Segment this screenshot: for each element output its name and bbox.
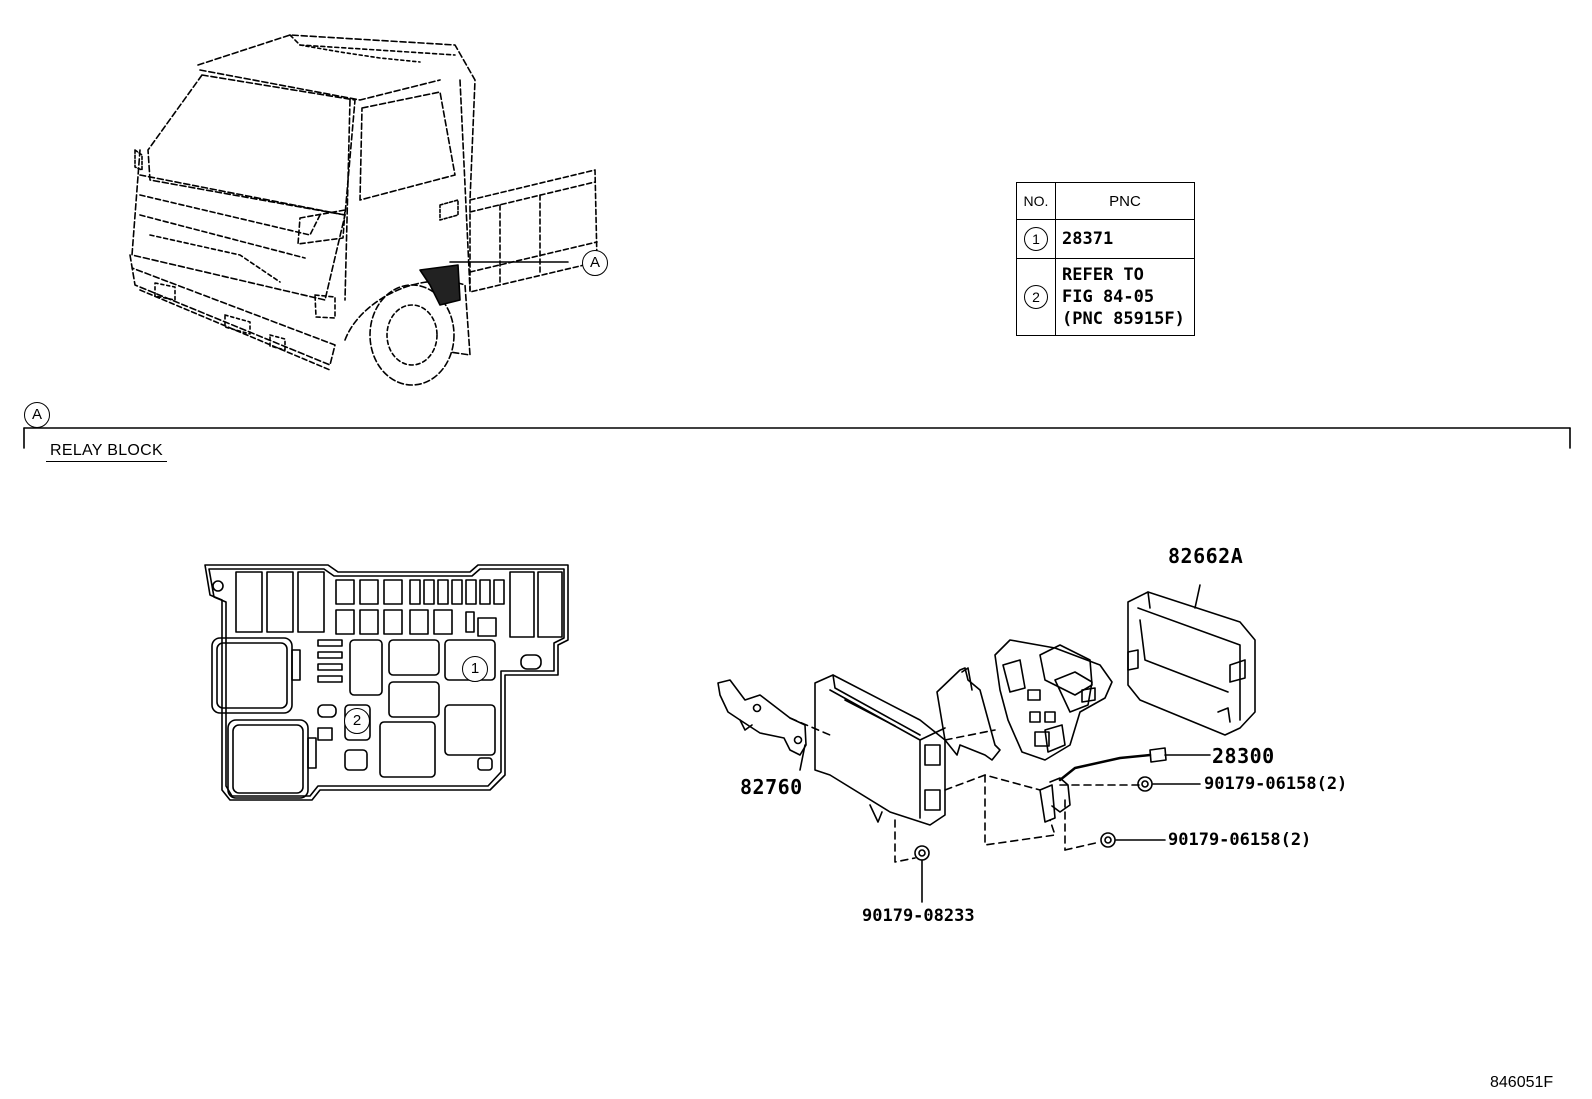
- table-header-no: NO.: [1016, 182, 1056, 220]
- section-a-marker: A: [24, 402, 50, 428]
- callout-a-marker: A: [582, 250, 608, 276]
- part-label-82662a: 82662A: [1168, 544, 1244, 568]
- relay-assembly-exploded: [717, 584, 1256, 903]
- table-row-pnc-line: FIG 84-05: [1062, 287, 1155, 307]
- figure-code: 846051F: [1490, 1074, 1554, 1091]
- part-label-90179-08233: 90179-08233: [862, 906, 975, 926]
- part-label-90179-06158-a: 90179-06158(2): [1204, 774, 1348, 794]
- table-row: 1 28371: [1016, 219, 1195, 259]
- part-label-28300: 28300: [1212, 744, 1275, 768]
- assembly-lines: [789, 717, 1141, 863]
- pnc-table: NO. PNC 1 28371 2 REFER TO FIG 84-05 (PN…: [1016, 182, 1195, 336]
- relay-block-layout: [204, 564, 569, 801]
- section-title: RELAY BLOCK: [46, 442, 167, 462]
- table-row-pnc-line: (PNC 85915F): [1062, 309, 1185, 329]
- relay-block-marker-2: 2: [344, 708, 370, 734]
- table-row-pnc-line: REFER TO: [1062, 265, 1144, 285]
- table-header-pnc: PNC: [1055, 182, 1195, 220]
- table-row: 2 REFER TO FIG 84-05 (PNC 85915F): [1016, 258, 1195, 336]
- part-label-90179-06158-b: 90179-06158(2): [1168, 830, 1312, 850]
- table-row-number: 1: [1024, 227, 1048, 251]
- part-label-82760: 82760: [740, 775, 803, 799]
- table-row-number: 2: [1024, 285, 1048, 309]
- section-frame: [23, 427, 1571, 449]
- truck-illustration: [129, 34, 598, 386]
- table-row-pnc: 28371: [1062, 229, 1114, 249]
- relay-block-marker-1: 1: [462, 656, 488, 682]
